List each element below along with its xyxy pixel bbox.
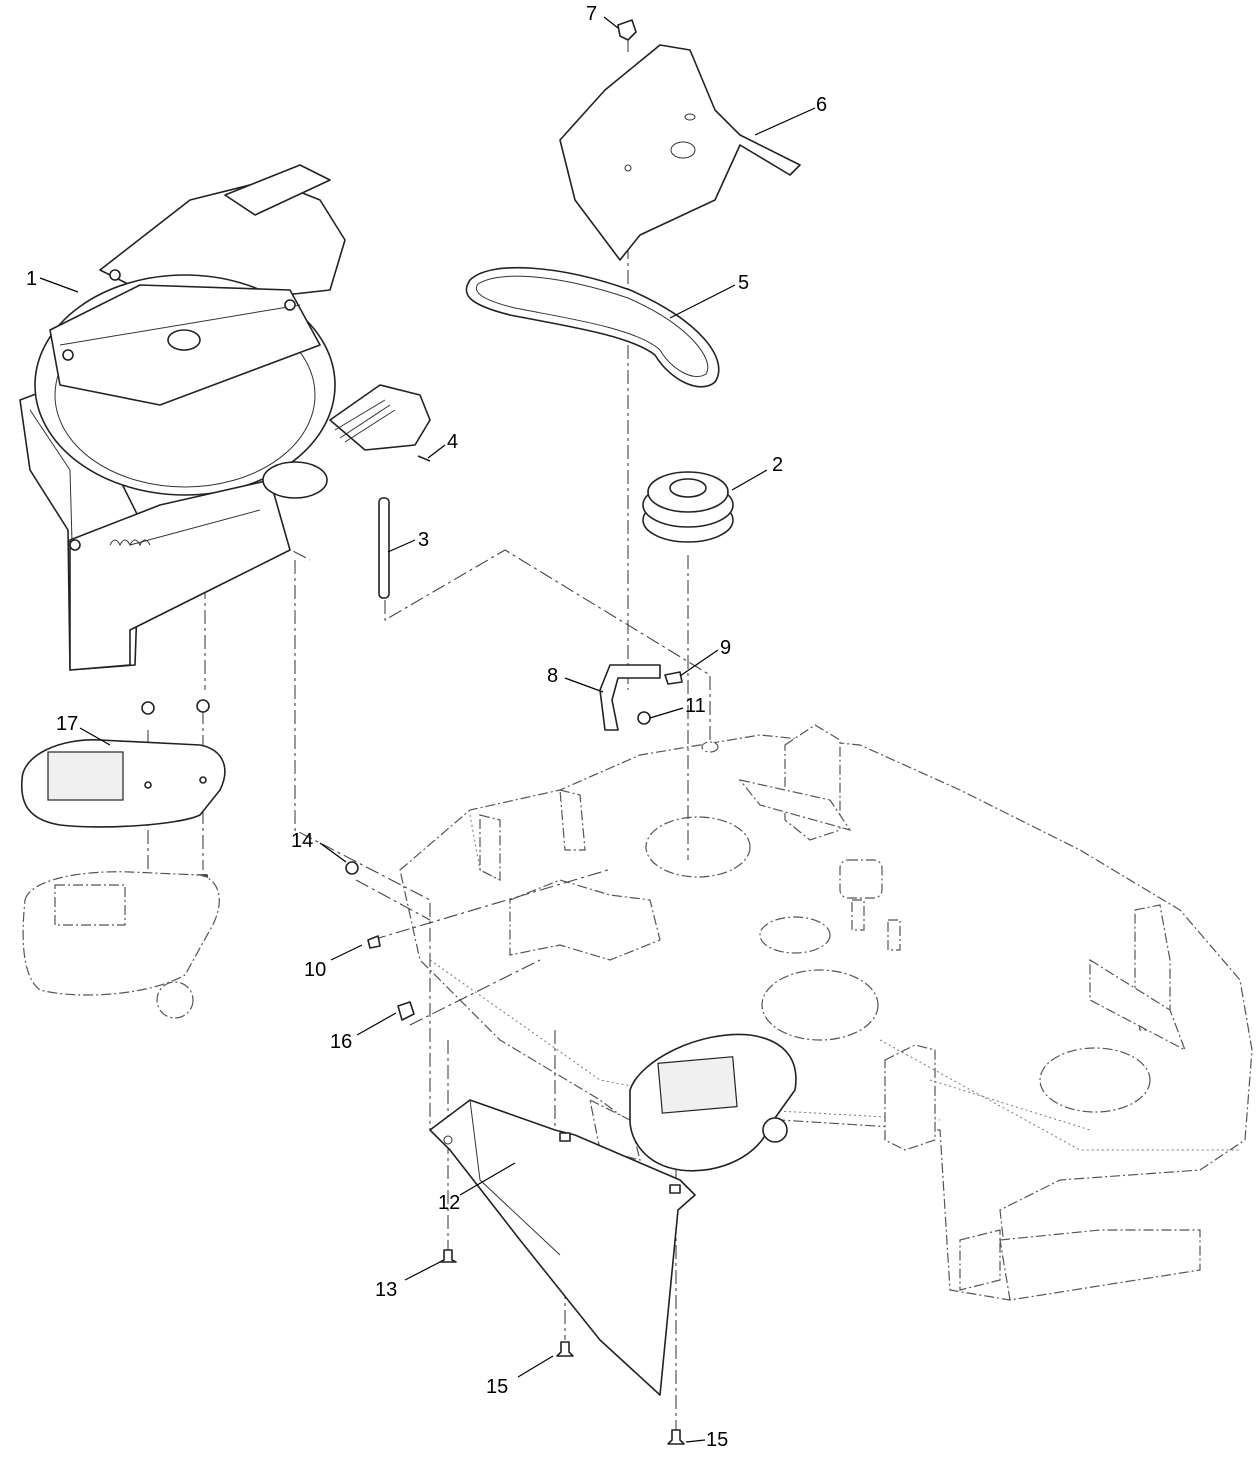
- callout-12: 12: [438, 1192, 460, 1214]
- part-7-knob: [617, 19, 637, 52]
- callout-16: 16: [330, 1031, 352, 1053]
- callout-11: 11: [685, 695, 706, 717]
- part-10-bolt: [367, 935, 381, 949]
- callout-labels: 1 2 3 4 5 6 7 8 9 10 11 12 13 14 15 15 1…: [26, 3, 827, 1451]
- caster-ghost-left: [22, 871, 220, 1019]
- callout-14: 14: [291, 830, 313, 852]
- callout-13: 13: [375, 1279, 397, 1301]
- part-16-nut: [397, 1001, 415, 1021]
- callout-5: 5: [738, 272, 749, 294]
- callout-17: 17: [56, 713, 78, 735]
- callout-6: 6: [816, 94, 827, 116]
- part-17-cover: [20, 699, 226, 897]
- part-1-assembly: [19, 164, 431, 671]
- callout-7: 7: [586, 3, 597, 25]
- part-2-pulley: [642, 471, 734, 543]
- leader-lines: [39, 16, 816, 1443]
- callout-4: 4: [447, 431, 458, 453]
- part-13-bolt: [439, 1249, 457, 1263]
- callout-9: 9: [720, 637, 731, 659]
- callout-15-upper: 15: [486, 1376, 508, 1398]
- part-5-belt: [465, 266, 720, 388]
- part-14-nut: [345, 861, 359, 875]
- part-4-pin: [417, 455, 431, 462]
- callout-10: 10: [304, 959, 326, 981]
- mower-deck-ghost: [399, 724, 1253, 1301]
- callout-1: 1: [26, 268, 37, 290]
- part-3-pin: [378, 497, 390, 599]
- part-6-belt-cover: [559, 44, 801, 261]
- callout-3: 3: [418, 529, 429, 551]
- part-15-bolt-lower: [667, 1429, 685, 1445]
- callout-8: 8: [547, 665, 558, 687]
- part-8-bracket: [599, 664, 661, 731]
- deck-caster: [629, 1033, 797, 1172]
- part-11-nut: [637, 711, 651, 725]
- callout-2: 2: [772, 454, 783, 476]
- callout-15-lower: 15: [706, 1429, 728, 1451]
- part-15-bolt-upper: [556, 1341, 574, 1357]
- part-9-clip: [664, 671, 683, 685]
